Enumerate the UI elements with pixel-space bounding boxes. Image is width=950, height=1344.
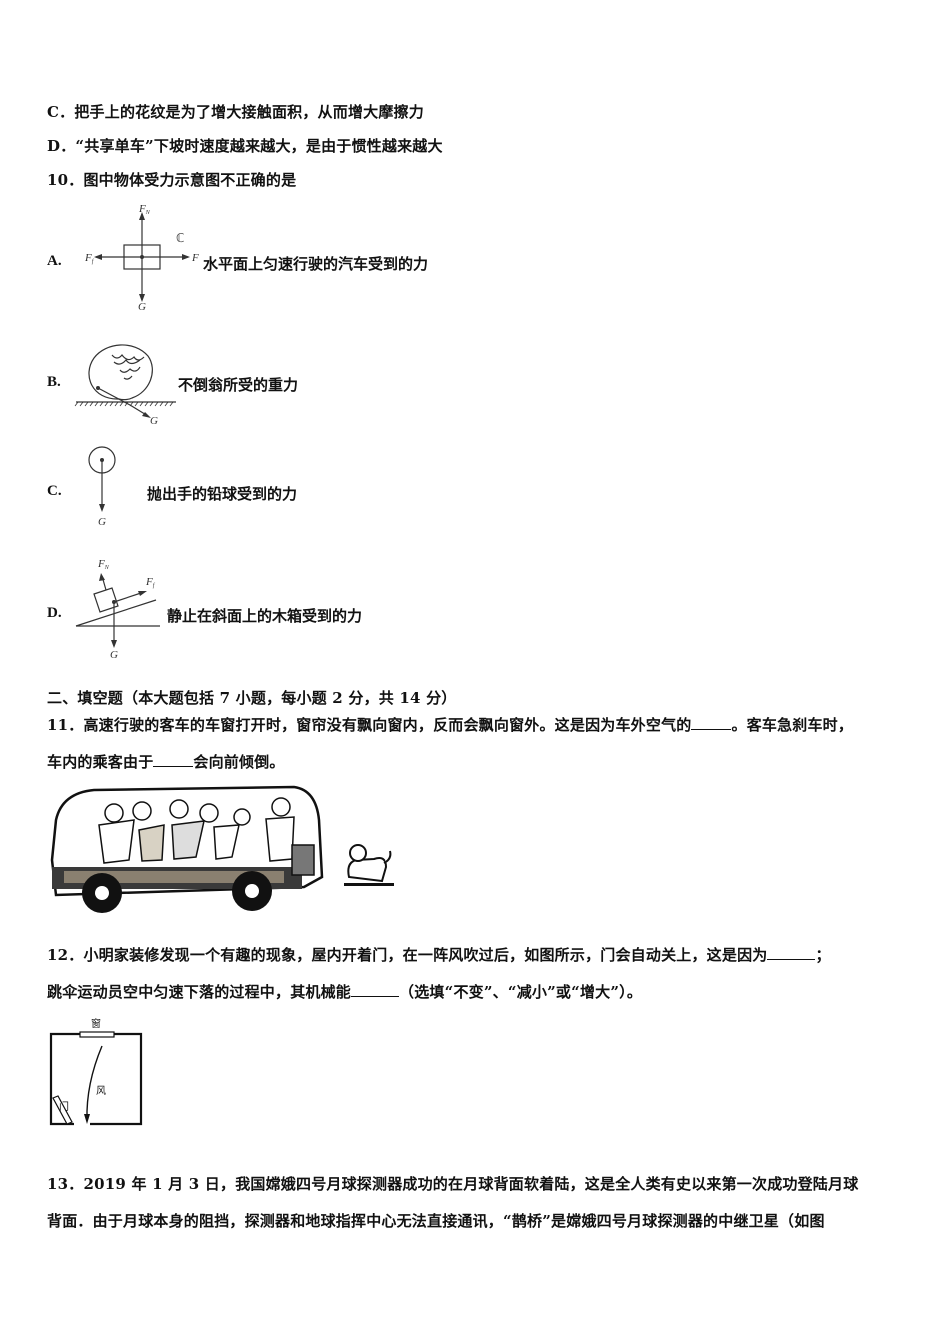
- label-g: G: [98, 516, 106, 528]
- option-label: D．: [47, 137, 76, 155]
- svg-text:ℂ: ℂ: [176, 231, 184, 245]
- q10-option-b-label: B.: [47, 374, 61, 390]
- answer-blank[interactable]: [153, 752, 194, 767]
- q9-option-c: C．把手上的花纹是为了增大接触面积，从而增大摩擦力: [47, 102, 424, 122]
- label-ff: Ff: [84, 252, 95, 265]
- q10-option-d-label: D.: [47, 605, 62, 621]
- q10-option-c-text: 抛出手的铅球受到的力: [147, 485, 298, 503]
- q12-line2: 跳伞运动员空中匀速下落的过程中，其机械能（选填“不变”、“减小”或“增大”）。: [47, 982, 643, 1001]
- label-g: G: [110, 649, 118, 660]
- force-diagram-shotput: G: [86, 445, 126, 530]
- q11-line2: 车内的乘客由于会向前倾倒。: [47, 752, 285, 771]
- q13-line2: 背面．由于月球本身的阻挡，探测器和地球指挥中心无法直接通讯，“鹊桥”是嫦娥四号月…: [47, 1212, 825, 1230]
- label-wind: 风: [96, 1085, 106, 1097]
- q10-option-b-text: 不倒翁所受的重力: [178, 376, 299, 394]
- force-diagram-incline-box: FN Ff G: [74, 550, 166, 660]
- label-g: G: [150, 415, 158, 427]
- label-door: 门: [59, 1100, 69, 1113]
- label-fn: FN: [97, 558, 110, 571]
- answer-blank[interactable]: [351, 982, 400, 997]
- label-ff: Ff: [145, 576, 156, 589]
- answer-blank[interactable]: [767, 945, 816, 960]
- bus-illustration: [44, 785, 419, 915]
- force-diagram-car: FN Ff F G ℂ: [84, 200, 204, 312]
- label-fn: FN: [138, 203, 151, 216]
- room-door-wind-diagram: 窗 风 门: [48, 1014, 148, 1140]
- option-text: “共享单车”下坡时速度越来越大，是由于惯性越来越大: [75, 137, 443, 155]
- q11-line1: 11．高速行驶的客车的车窗打开时，窗帘没有飘向窗内，反而会飘向窗外。这是因为车外…: [47, 715, 854, 734]
- q9-option-d: D．“共享单车”下坡时速度越来越大，是由于惯性越来越大: [47, 136, 443, 156]
- q13-line1: 13．2019 年 1 月 3 日，我国嫦娥四号月球探测器成功的在月球背面软着陆…: [47, 1175, 859, 1193]
- q10-option-c-label: C.: [47, 483, 62, 499]
- option-label: C．: [47, 103, 75, 121]
- q10-stem: 10．图中物体受力示意图不正确的是: [47, 171, 297, 189]
- label-f: F: [191, 252, 199, 264]
- q10-option-a-text: 水平面上匀速行驶的汽车受到的力: [203, 255, 429, 273]
- section-heading: 二、填空题（本大题包括 7 小题，每小题 2 分，共 14 分）: [47, 689, 457, 707]
- force-diagram-tumbler: G: [72, 340, 182, 428]
- answer-blank[interactable]: [691, 715, 732, 730]
- label-g: G: [138, 301, 146, 312]
- q12-line1: 12．小明家装修发现一个有趣的现象，屋内开着门，在一阵风吹过后，如图所示，门会自…: [47, 945, 831, 964]
- q10-option-d-text: 静止在斜面上的木箱受到的力: [167, 607, 363, 625]
- q10-option-a-label: A.: [47, 253, 62, 269]
- label-window: 窗: [91, 1017, 101, 1030]
- option-text: 把手上的花纹是为了增大接触面积，从而增大摩擦力: [74, 103, 424, 121]
